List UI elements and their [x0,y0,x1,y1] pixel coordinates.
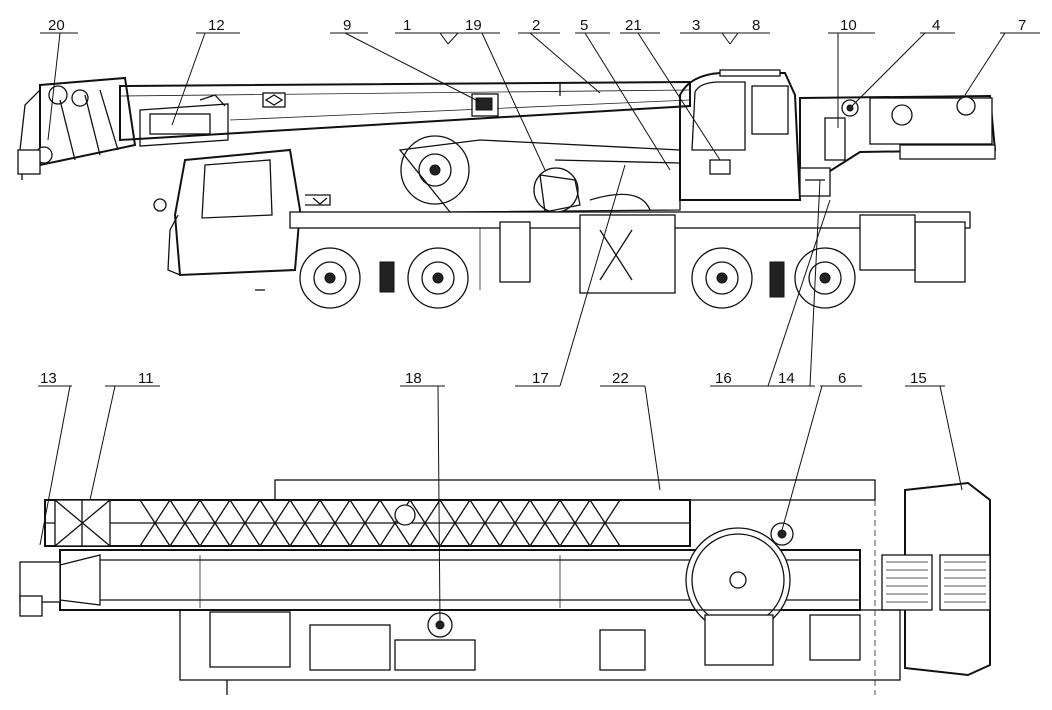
callout-5: 5 [580,17,588,34]
side-view [17,69,997,309]
callout-1: 1 [403,17,411,34]
callout-6: 6 [838,370,846,387]
superstructure [398,135,681,213]
rear-top [874,480,991,695]
callout-19: 19 [465,17,482,34]
callout-21: 21 [625,17,642,34]
callout-8: 8 [752,17,760,34]
callout-15: 15 [910,370,927,387]
callout-10: 10 [840,17,857,34]
turntable-top [685,522,794,666]
callout-20: 20 [48,17,65,34]
callout-18: 18 [405,370,422,387]
callout-9: 9 [343,17,351,34]
boom-side [119,80,691,147]
wheels-side [255,247,856,309]
leader-lines [38,32,1040,623]
callout-13: 13 [40,370,57,387]
callout-3: 3 [692,17,700,34]
callout-17: 17 [532,370,549,387]
boom-head-side [17,76,137,180]
carrier-cab [153,148,331,277]
turret-rear [799,94,997,192]
callout-2: 2 [532,17,540,34]
callout-4: 4 [932,17,940,34]
callout-labels: 20 12 9 1 19 2 5 21 3 8 10 4 7 13 11 18 … [40,17,1026,387]
callout-12: 12 [208,17,225,34]
callout-14: 14 [778,370,795,387]
chassis-side [289,211,971,294]
carrier-deck-top [179,479,901,695]
top-view [19,479,991,695]
callout-22: 22 [612,370,629,387]
callout-11: 11 [138,370,154,387]
lattice-jib-top [44,498,691,548]
operator-cab [679,69,831,201]
callout-7: 7 [1018,17,1026,34]
callout-16: 16 [715,370,732,387]
